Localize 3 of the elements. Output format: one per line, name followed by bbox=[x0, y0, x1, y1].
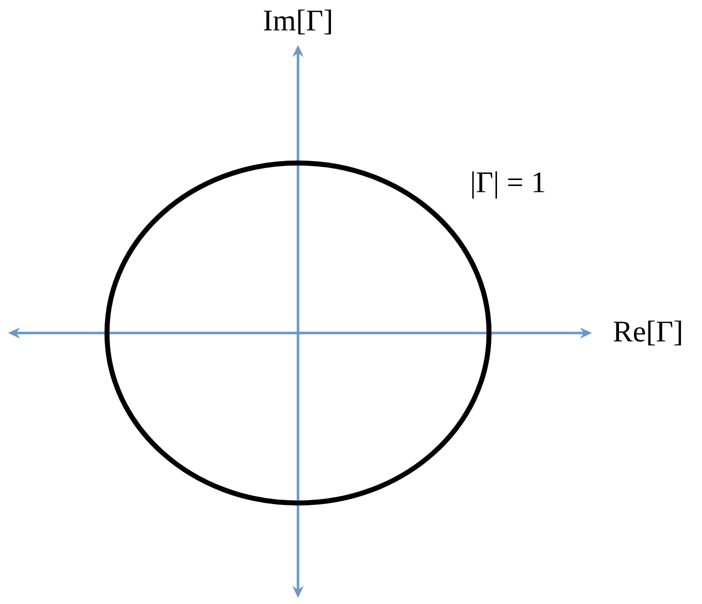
axis-label: Re[Γ] bbox=[614, 320, 681, 346]
axis-label: |Γ| = 1 bbox=[472, 171, 544, 199]
axis-label: Im[Γ] bbox=[264, 10, 331, 34]
